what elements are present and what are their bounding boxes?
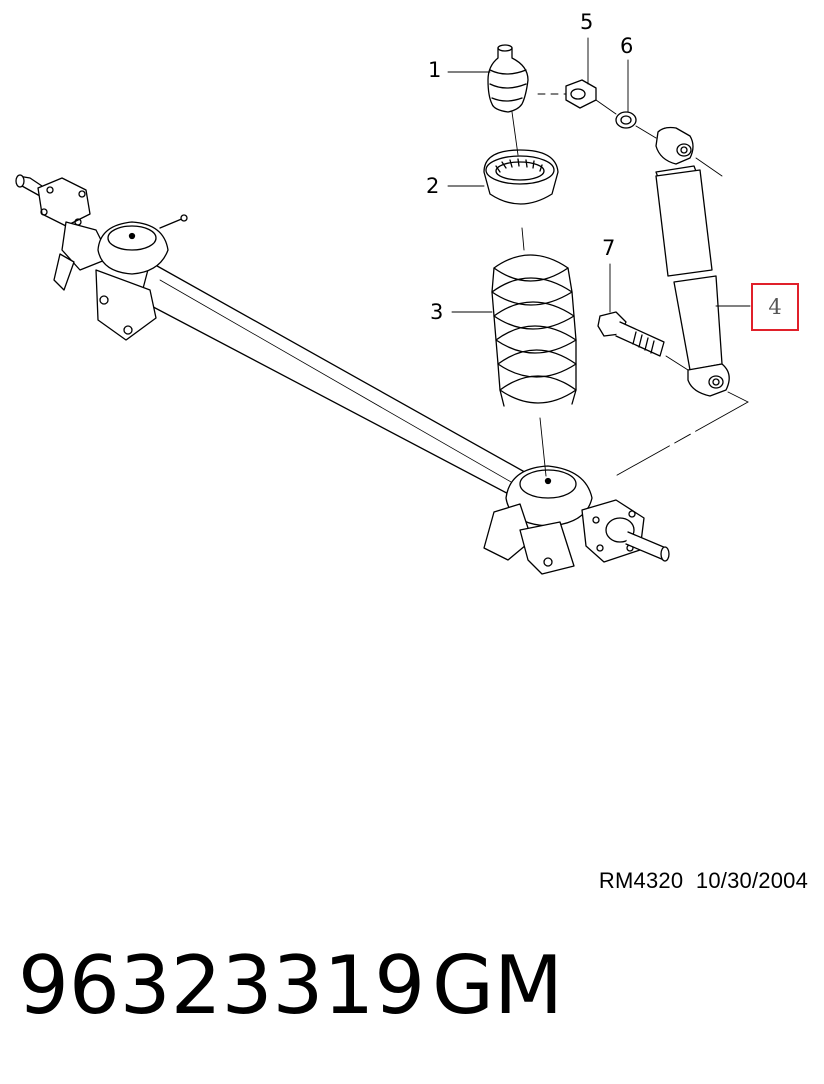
- bump-stop: [487, 44, 529, 113]
- leader-lines: [447, 37, 751, 489]
- left-spring-seat: [97, 214, 188, 275]
- brand-name: GM: [432, 939, 564, 1032]
- shock-absorber: [655, 126, 730, 397]
- callout-3: 3: [430, 300, 444, 324]
- callout-4: 4: [768, 295, 782, 319]
- right-spindle-hub: [483, 499, 670, 575]
- callout-1: 1: [428, 58, 442, 82]
- washer: [615, 111, 637, 129]
- nut: [565, 79, 597, 109]
- callout-7: 7: [602, 236, 616, 260]
- part-number: 96323319: [18, 939, 426, 1032]
- coil-spring: [491, 254, 577, 407]
- reference-code: RM4320: [598, 868, 684, 893]
- reference-date: 10/30/2004: [695, 868, 808, 893]
- callout-5: 5: [580, 10, 594, 34]
- right-spring-seat: [505, 465, 593, 527]
- rear-suspension-exploded-diagram: [15, 37, 751, 575]
- callout-2: 2: [426, 174, 440, 198]
- left-spindle-hub: [15, 174, 157, 341]
- rear-axle-beam: [139, 261, 531, 501]
- drawing-reference: RM4320 10/30/2004: [599, 868, 808, 894]
- callout-4-highlight-box[interactable]: 4: [751, 283, 799, 331]
- spring-insulator: [483, 149, 559, 205]
- shock-mount-bolt: [597, 311, 665, 357]
- callout-6: 6: [620, 34, 634, 58]
